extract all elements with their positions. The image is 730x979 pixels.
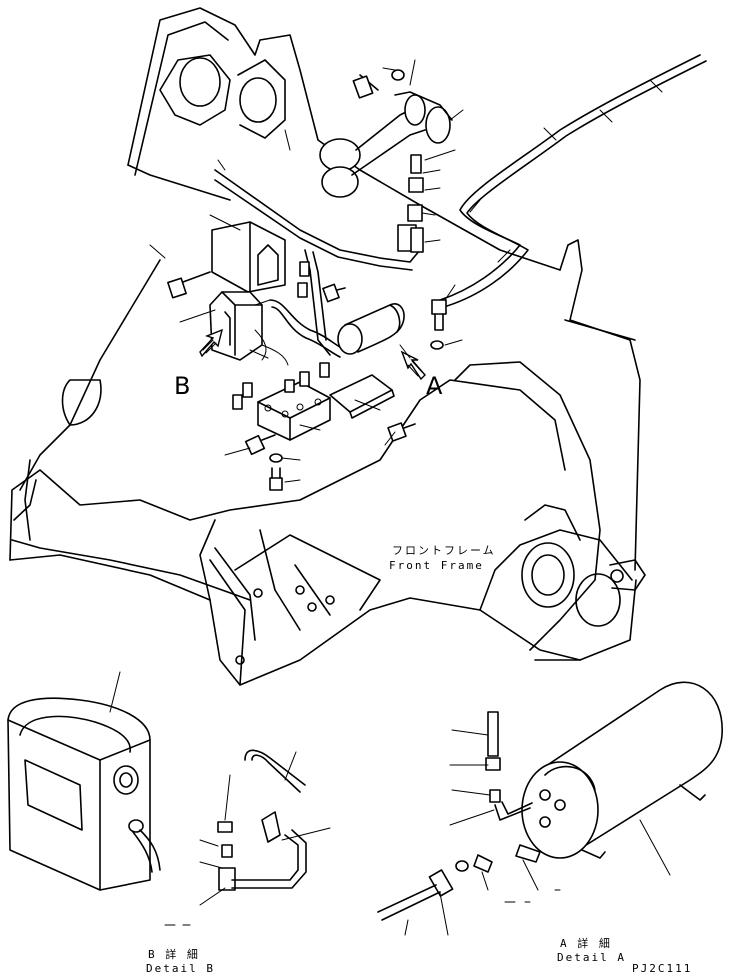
view-arrow-a xyxy=(400,350,426,381)
front-frame-label-en: Front Frame xyxy=(389,559,484,572)
air-hoses xyxy=(24,54,707,541)
front-frame xyxy=(9,7,646,686)
detail-a-title-jp: A 詳 細 xyxy=(560,937,612,950)
air-tank-main xyxy=(337,303,405,355)
air-horn xyxy=(319,69,453,253)
detail-b-title-jp: B 詳 細 xyxy=(148,948,200,961)
leader-lines-main xyxy=(149,59,464,483)
detail-a-drawing xyxy=(377,681,723,936)
detail-a-title-en: Detail A xyxy=(557,951,626,964)
view-arrow-b xyxy=(199,328,224,358)
drawing-code: PJ2C111 xyxy=(632,962,693,975)
detail-b-title-en: Detail B xyxy=(146,962,215,975)
view-a-label: A xyxy=(426,372,443,400)
covers-and-brackets xyxy=(167,221,447,491)
front-frame-label-jp: フロントフレーム xyxy=(392,544,496,557)
detail-b-drawing xyxy=(7,671,331,926)
view-b-label: B xyxy=(174,372,191,400)
